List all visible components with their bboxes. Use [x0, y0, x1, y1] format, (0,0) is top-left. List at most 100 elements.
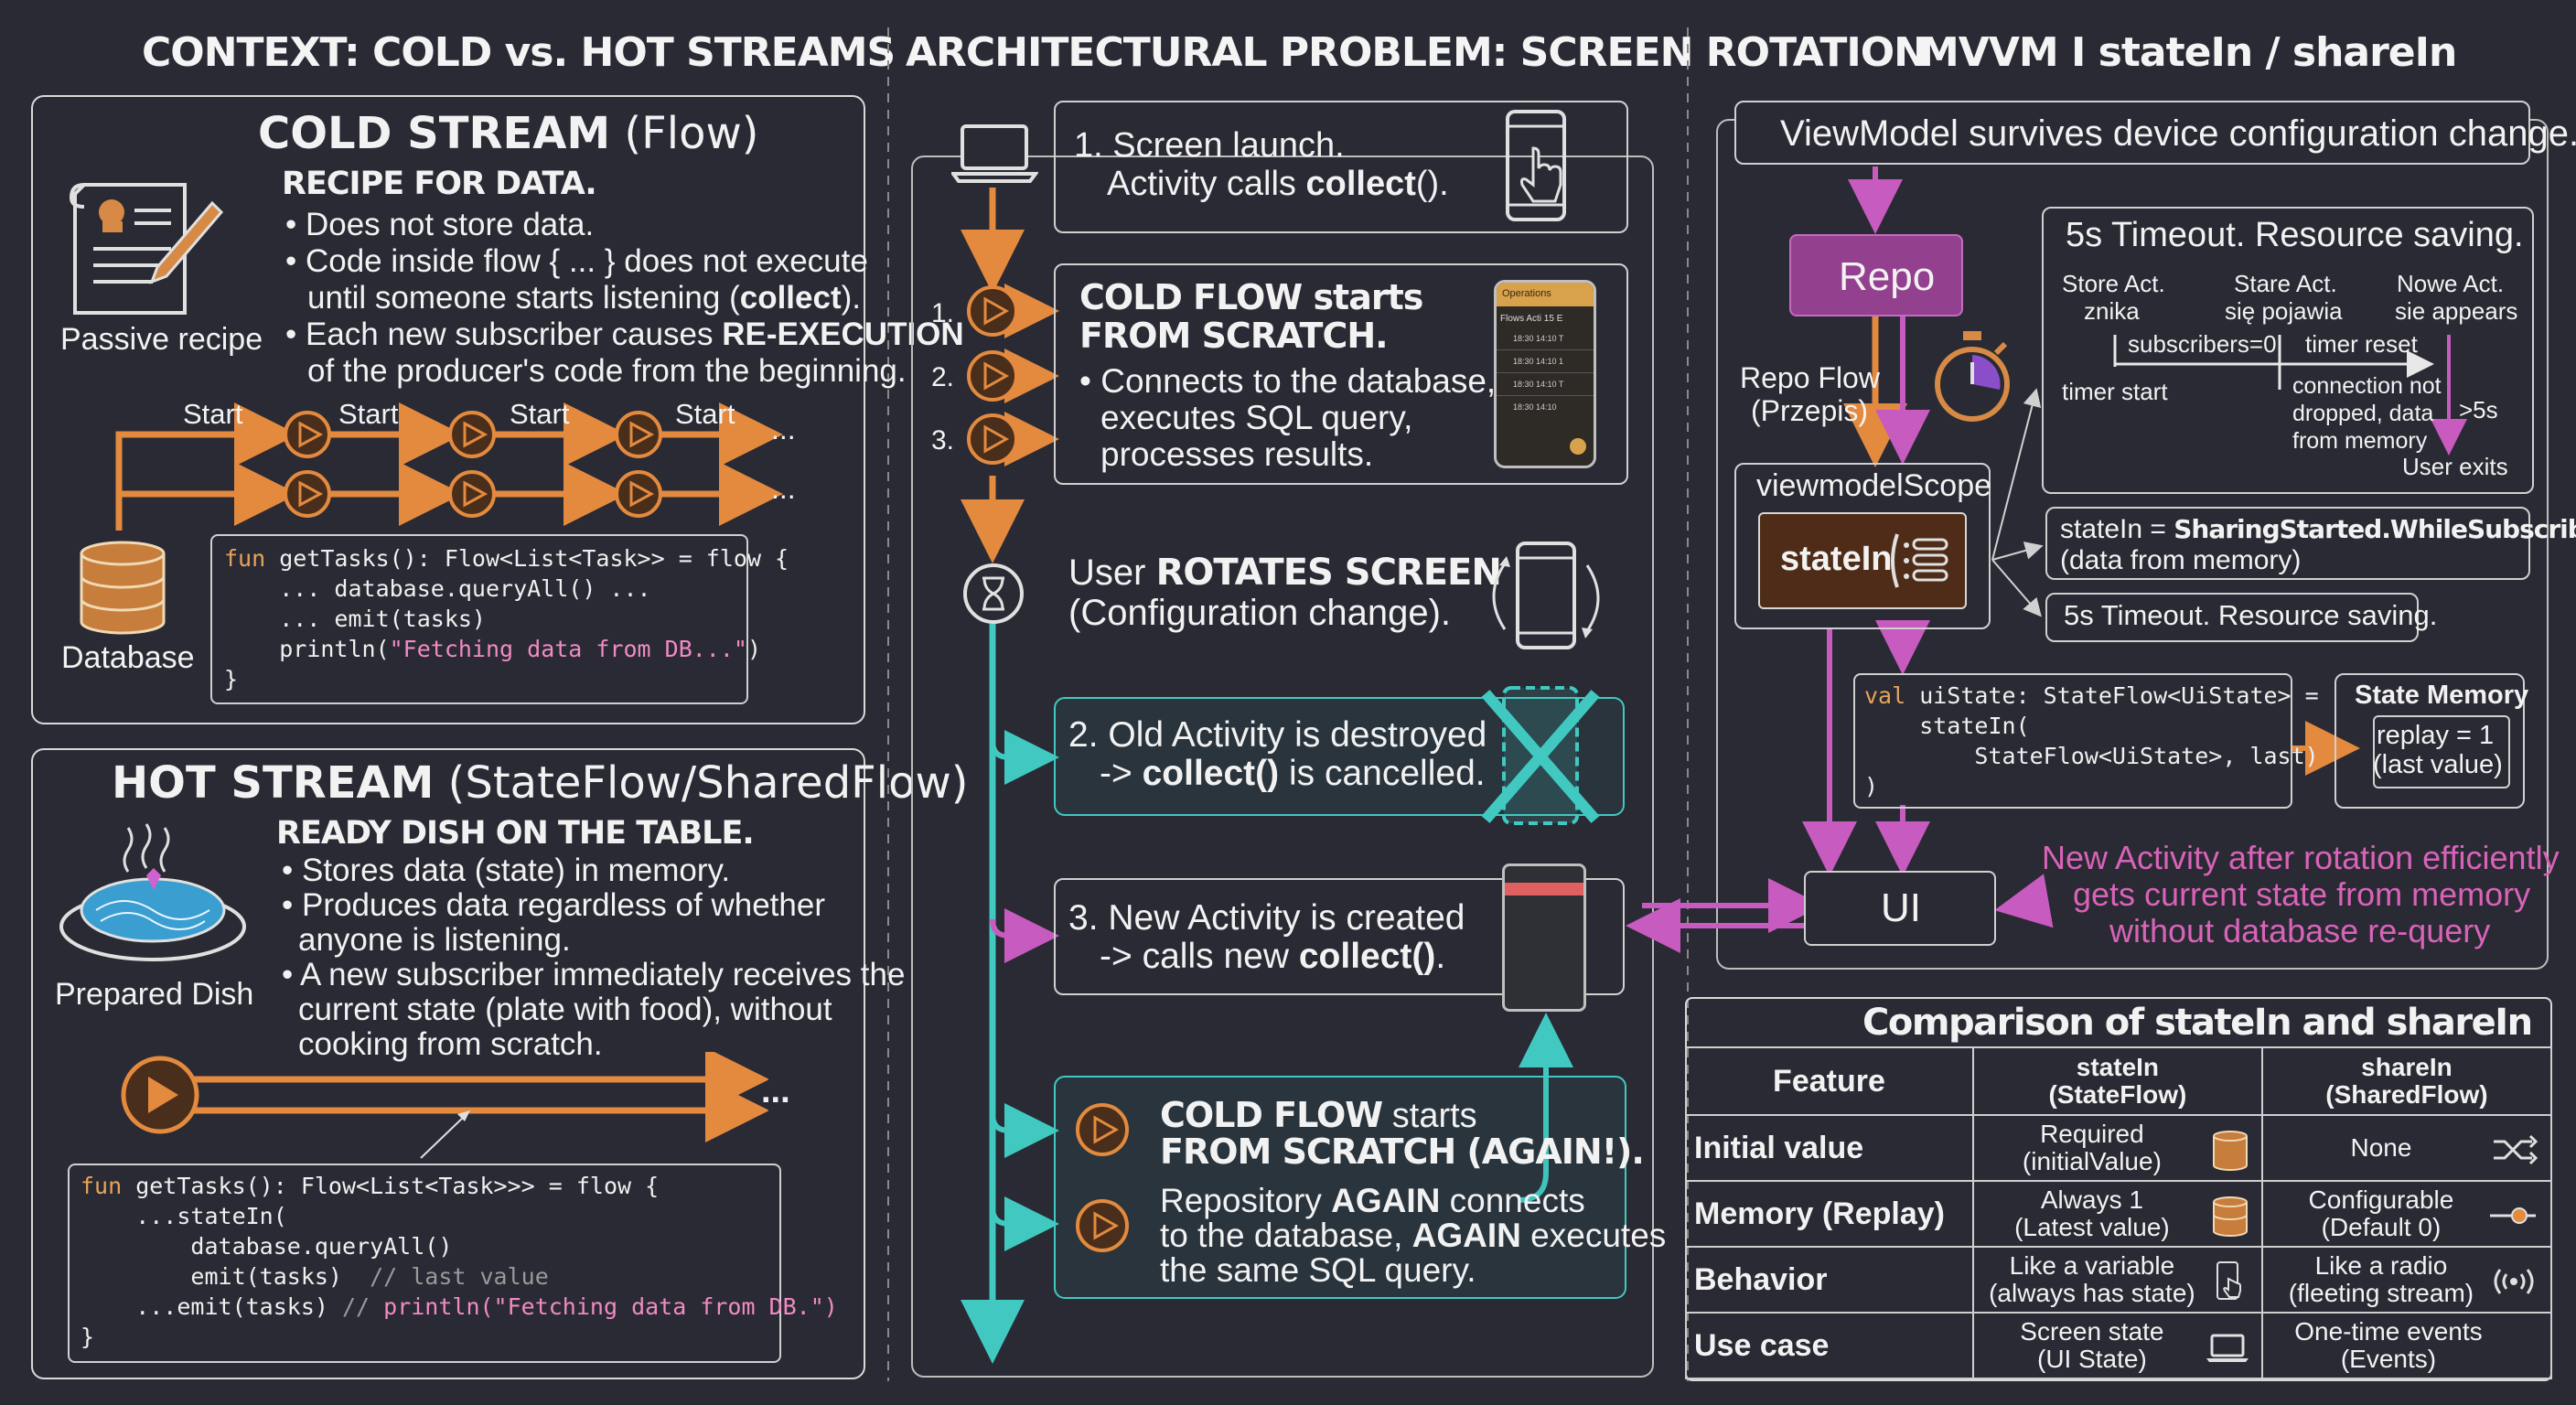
- cold-code-block: fun getTasks(): Flow<List<Task>> = flow …: [224, 543, 789, 694]
- code-line: ... database.queryAll() ...: [224, 575, 651, 602]
- comparison-table: Feature stateIn(StateFlow) shareIn(Share…: [1685, 1046, 2553, 1379]
- old-activity-destroyed-box: [1054, 697, 1625, 816]
- cold-code-box: [210, 534, 748, 704]
- app-phone-subtitle: Flows Acti 15 E: [1500, 314, 1563, 324]
- statein-cell: Like a variable(always has state): [1971, 1246, 2263, 1314]
- rotation-play-circles: [967, 285, 1018, 465]
- start-label-4: Start: [675, 398, 735, 430]
- app-phone-mockup: Operations Flows Acti 15 E 18:30 14:10 T…: [1494, 280, 1596, 468]
- sharein-cell: Configurable(Default 0): [2260, 1180, 2553, 1248]
- timeline-stare-2: się pojawia: [2225, 297, 2343, 325]
- cold-flow-heading-1: COLD FLOW starts: [1079, 277, 1423, 317]
- sharing-started-box: [2045, 507, 2530, 580]
- prepared-dish-icon: [59, 823, 246, 961]
- code-line: ...emit(tasks) // println("Fetching data…: [80, 1293, 838, 1320]
- table-row: Memory (Replay) Always 1(Latest value) C…: [1685, 1180, 2553, 1248]
- sharein-cell: None: [2260, 1114, 2553, 1182]
- laptop-icon: [951, 124, 1038, 183]
- timeout-2-box: [2045, 593, 2419, 642]
- screen-launch-line-1: 1. Screen launch.: [1074, 126, 1345, 165]
- hot-bullet-1: • Stores data (state) in memory.: [282, 853, 731, 888]
- timeline-gt5s: >5s: [2459, 396, 2498, 424]
- code-line: database.queryAll(): [80, 1233, 453, 1260]
- timeout-box: [2042, 207, 2534, 494]
- sharing-started-line-2: (data from memory): [2060, 545, 2302, 575]
- state-memory-box: [2334, 673, 2525, 809]
- code-line: emit(tasks) // last value: [80, 1263, 549, 1290]
- cold-bullet-3: • Each new subscriber causes RE-EXECUTIO…: [285, 316, 964, 352]
- rotate-screen-line-1: User ROTATES SCREEN: [1068, 552, 1502, 594]
- prepared-dish-label: Prepared Dish: [55, 977, 254, 1012]
- uistate-code-block: val uiState: StateFlow<UiState> = stateI…: [1864, 681, 2319, 801]
- cold-flow-bullet-2: executes SQL query,: [1100, 399, 1413, 436]
- header-cold-hot: CONTEXT: COLD vs. HOT STREAMS: [142, 29, 896, 76]
- header-sharein: shareIn(SharedFlow): [2260, 1046, 2553, 1116]
- slider-config-icon: [2490, 1207, 2536, 1224]
- hot-ellipsis: ...: [761, 1072, 790, 1110]
- timeline-start: timer start: [2062, 378, 2168, 405]
- sharing-started-line-1: stateIn = SharingStarted.WhileSubscribed: [2060, 514, 2576, 544]
- old-activity-line-2: -> collect() is cancelled.: [1100, 754, 1486, 793]
- repo-box: [1789, 234, 1963, 316]
- timeline-reset: timer reset: [2305, 330, 2418, 358]
- cold-stream-panel: [31, 95, 865, 724]
- rotation-note-line-3: without database re-query: [2109, 912, 2491, 949]
- shuffle-icon: [2494, 1134, 2538, 1165]
- hot-code-box: [68, 1164, 781, 1363]
- header-screen-rotation: ARCHITECTURAL PROBLEM: SCREEN ROTATION: [906, 29, 1927, 76]
- repo-flow-line-2: (Przepis): [1751, 394, 1869, 427]
- sharein-cell: Like a radio(fleeting stream): [2260, 1246, 2553, 1314]
- code-line: val uiState: StateFlow<UiState> =: [1864, 682, 2319, 709]
- app-phone-row: 18:30 14:10: [1513, 402, 1557, 412]
- hot-stream-title: HOT STREAM (StateFlow/SharedFlow): [112, 757, 969, 809]
- again-heading-1: COLD FLOW starts: [1160, 1095, 1477, 1135]
- replay-line-2: (last value): [2373, 750, 2503, 779]
- destroyed-phone-icon: [1481, 686, 1600, 825]
- again-heading-2: FROM SCRATCH (AGAIN!).: [1160, 1132, 1645, 1172]
- app-phone-row: 18:30 14:10 T: [1497, 373, 1594, 396]
- recipe-icon: [69, 183, 224, 315]
- timeline-connection-1: connection not: [2292, 373, 2442, 399]
- broadcast-icon: [2494, 1269, 2534, 1294]
- timeline-connection-2: dropped, data: [2292, 401, 2434, 426]
- start-label-2: Start: [338, 398, 399, 430]
- rotation-flow-lines: [961, 188, 1573, 1364]
- statein-label: stateIn: [1780, 540, 1893, 578]
- laptop-icon: [2206, 1334, 2249, 1362]
- hot-flow-arrows: [121, 1052, 768, 1159]
- repo-flow-line-1: Repo Flow: [1740, 361, 1880, 394]
- timeline-nowe-1: Nowe Act.: [2397, 270, 2505, 297]
- repo-label: Repo: [1839, 254, 1936, 299]
- timeline-user-exits: User exits: [2402, 453, 2508, 480]
- timeline-lines: [2113, 335, 2467, 456]
- phone-touch-icon: [2216, 1261, 2241, 1300]
- new-activity-box: [1054, 878, 1625, 995]
- viewmodel-scope-label: viewmodelScope: [1756, 468, 1992, 503]
- screen-launch-box: [1054, 101, 1628, 233]
- code-line: ...stateIn(: [80, 1203, 287, 1229]
- passive-recipe-label: Passive recipe: [60, 322, 263, 357]
- table-row: Initial value Required(initialValue) Non…: [1685, 1114, 2553, 1182]
- database-icon: [2212, 1196, 2248, 1237]
- comparison-title: Comparison of stateIn and shareIn: [1862, 1002, 2533, 1044]
- sharein-cell: One-time events(Events): [2260, 1312, 2553, 1379]
- new-activity-phone: [1502, 863, 1586, 1012]
- timeline-connection-3: from memory: [2292, 428, 2428, 454]
- cold-subtitle: RECIPE FOR DATA.: [282, 166, 597, 202]
- cold-bullet-3b: of the producer's code from the beginnin…: [307, 353, 907, 389]
- statein-cell: Screen state(UI State): [1971, 1312, 2263, 1379]
- hot-bullet-3c: cooking from scratch.: [298, 1026, 603, 1062]
- cold-ellipsis-2: ...: [771, 472, 796, 505]
- code-line: }: [224, 666, 239, 692]
- hot-bullet-2: • Produces data regardless of whether: [282, 887, 825, 923]
- rotation-panel: [911, 156, 1654, 1378]
- timeline-stare-1: Stare Act.: [2234, 270, 2337, 297]
- hot-bullet-3b: current state (plate with food), without: [298, 992, 832, 1027]
- hot-stream-panel: [31, 748, 865, 1379]
- cold-flow-start-box: [1054, 263, 1628, 485]
- app-phone-titlebar: Operations: [1497, 283, 1594, 306]
- code-line: ... emit(tasks): [224, 606, 486, 632]
- again-line-2: to the database, AGAIN executes: [1160, 1217, 1667, 1254]
- code-line: fun getTasks(): Flow<List<Task>>> = flow…: [80, 1173, 660, 1199]
- cold-bullet-2: • Code inside flow { ... } does not exec…: [285, 243, 868, 279]
